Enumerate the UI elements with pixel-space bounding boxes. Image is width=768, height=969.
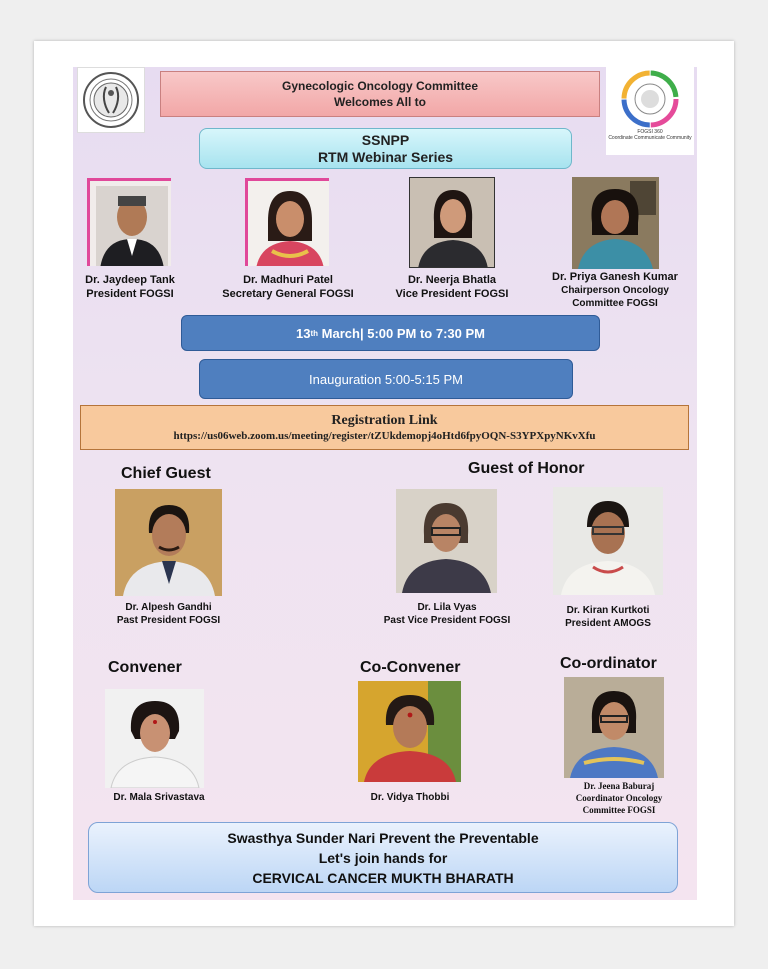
leader-role: President FOGSI	[86, 288, 174, 300]
leader-role-line2: Committee FOGSI	[572, 298, 658, 309]
registration-link[interactable]: https://us06web.zoom.us/meeting/register…	[173, 429, 596, 442]
photo-neerja-bhatla	[409, 177, 495, 268]
leader-name: Dr. Jaydeep Tank	[85, 274, 175, 286]
guest-of-honor-heading: Guest of Honor	[468, 460, 585, 477]
leader-name: Dr. Priya Ganesh Kumar	[552, 271, 678, 283]
leader-name: Dr. Madhuri Patel	[243, 274, 333, 286]
header-line2: Welcomes All to	[333, 95, 427, 109]
guest-honor-caption-2: Dr. Kiran Kurtkoti President AMOGS	[545, 604, 671, 630]
co-convener-heading: Co-Convener	[360, 659, 461, 676]
guest-honor-role: President AMOGS	[565, 618, 651, 629]
photo-lila-vyas	[396, 489, 497, 593]
fogsi-360-tagline: Coordinate Communicate Community	[608, 135, 692, 141]
series-line2: RTM Webinar Series	[317, 148, 454, 165]
convener-heading: Convener	[108, 659, 182, 676]
coordinator-role-line1: Coordinator Oncology	[575, 793, 663, 803]
convener-name: Dr. Mala Srivastava	[113, 792, 205, 803]
leader-caption-2: Dr. Madhuri Patel Secretary General FOGS…	[205, 273, 371, 301]
photo-jaydeep-tank	[87, 178, 171, 266]
leader-role-line1: Chairperson Oncology	[561, 285, 669, 296]
photo-kiran-kurtkoti	[553, 487, 663, 595]
coordinator-heading: Co-ordinator	[560, 655, 657, 672]
guest-honor-caption-1: Dr. Lila Vyas Past Vice President FOGSI	[369, 601, 525, 627]
guest-honor-name: Dr. Kiran Kurtkoti	[566, 605, 650, 616]
footer-line2: Let's join hands for	[318, 849, 448, 866]
chief-guest-caption: Dr. Alpesh Gandhi Past President FOGSI	[96, 601, 241, 627]
co-convener-name: Dr. Vidya Thobbi	[370, 792, 450, 803]
fogsi-emblem-logo	[77, 67, 145, 133]
coordinator-role-line2: Committee FOGSI	[582, 805, 656, 815]
registration-box: Registration Link https://us06web.zoom.u…	[80, 405, 689, 450]
header-line1: Gynecologic Oncology Committee	[281, 79, 479, 93]
footer-line1: Swasthya Sunder Nari Prevent the Prevent…	[227, 829, 539, 846]
photo-jeena-baburaj	[564, 677, 664, 778]
fogsi-360-title: FOGSI 360	[637, 129, 663, 135]
inauguration-text: Inauguration 5:00-5:15 PM	[309, 371, 463, 387]
photo-vidya-thobbi	[358, 681, 461, 782]
schedule-day: 13	[296, 325, 311, 341]
leader-caption-3: Dr. Neerja Bhatla Vice President FOGSI	[385, 273, 519, 301]
registration-title: Registration Link	[331, 412, 438, 428]
schedule-day-suffix: th	[310, 328, 319, 338]
inauguration-bar: Inauguration 5:00-5:15 PM	[199, 359, 573, 399]
chief-guest-role: Past President FOGSI	[116, 615, 221, 626]
series-box: SSNPP RTM Webinar Series	[199, 128, 572, 169]
photo-alpesh-gandhi	[115, 489, 222, 596]
fogsi-360-logo: FOGSI 360 Coordinate Communicate Communi…	[606, 67, 694, 155]
coordinator-caption: Dr. Jeena Baburaj Coordinator Oncology C…	[556, 780, 682, 816]
chief-guest-heading: Chief Guest	[121, 465, 211, 482]
footer-line3: CERVICAL CANCER MUKTH BHARATH	[252, 869, 514, 886]
photo-priya-ganesh-kumar	[572, 177, 659, 269]
series-line1: SSNPP	[361, 131, 410, 148]
fogsi-360-ring-icon	[621, 70, 679, 128]
photo-mala-srivastava	[105, 689, 204, 788]
leader-role: Secretary General FOGSI	[222, 288, 354, 300]
leader-caption-1: Dr. Jaydeep Tank President FOGSI	[70, 273, 190, 301]
header-banner: Gynecologic Oncology Committee Welcomes …	[160, 71, 600, 117]
coordinator-name: Dr. Jeena Baburaj	[583, 781, 655, 791]
schedule-time: March| 5:00 PM to 7:30 PM	[318, 325, 485, 341]
leader-role: Vice President FOGSI	[395, 288, 509, 300]
chief-guest-name: Dr. Alpesh Gandhi	[125, 602, 212, 613]
guest-honor-role: Past Vice President FOGSI	[383, 615, 511, 626]
photo-madhuri-patel	[245, 178, 329, 266]
emblem-icon	[83, 72, 139, 128]
footer-banner: Swasthya Sunder Nari Prevent the Prevent…	[88, 822, 678, 893]
guest-honor-name: Dr. Lila Vyas	[417, 602, 477, 613]
leader-name: Dr. Neerja Bhatla	[407, 274, 497, 286]
leader-caption-4: Dr. Priya Ganesh Kumar Chairperson Oncol…	[540, 270, 690, 310]
